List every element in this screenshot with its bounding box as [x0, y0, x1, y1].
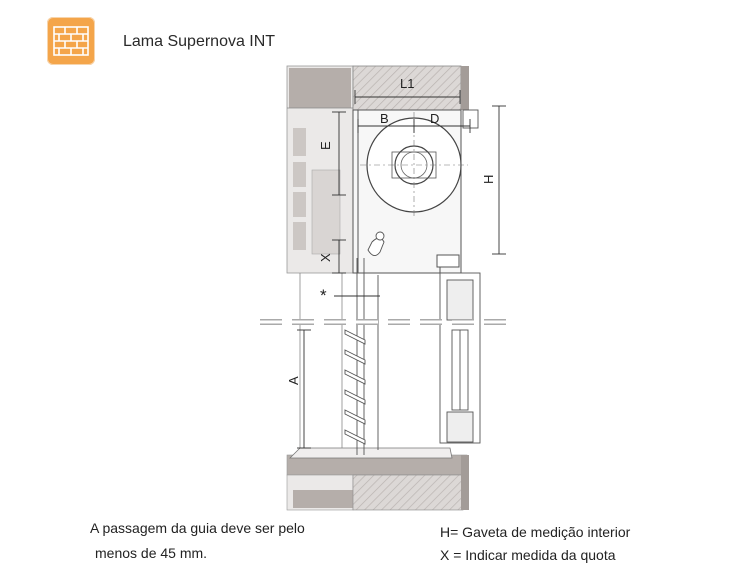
brick-wall-glyph: [53, 26, 89, 56]
brick-wall-icon: [47, 17, 95, 65]
note-guide-passage-line2: menos de 45 mm.: [95, 545, 208, 561]
label-d: D: [430, 111, 439, 126]
window-frame: [439, 109, 481, 444]
label-a: A: [286, 376, 301, 385]
label-b: B: [380, 111, 389, 126]
label-e: E: [318, 141, 333, 150]
roller-drum: [360, 112, 468, 218]
page-title: Lama Supernova INT: [123, 33, 276, 50]
opening-lines: [299, 273, 343, 448]
label-l1: L1: [400, 76, 414, 91]
label-x: X: [318, 253, 333, 262]
note-h-definition: H= Gaveta de medição interior: [440, 524, 631, 540]
dimension-lines: [297, 90, 506, 449]
label-star: *: [320, 286, 327, 305]
slats: [344, 329, 366, 445]
label-h: H: [481, 175, 496, 184]
lintel-block: [352, 65, 469, 111]
note-x-definition: X = Indicar medida da quota: [440, 547, 616, 563]
wall-bottom: [286, 447, 469, 511]
note-guide-passage-line1: A passagem da guia deve ser pelo: [90, 520, 305, 536]
wall-left: [286, 65, 354, 274]
